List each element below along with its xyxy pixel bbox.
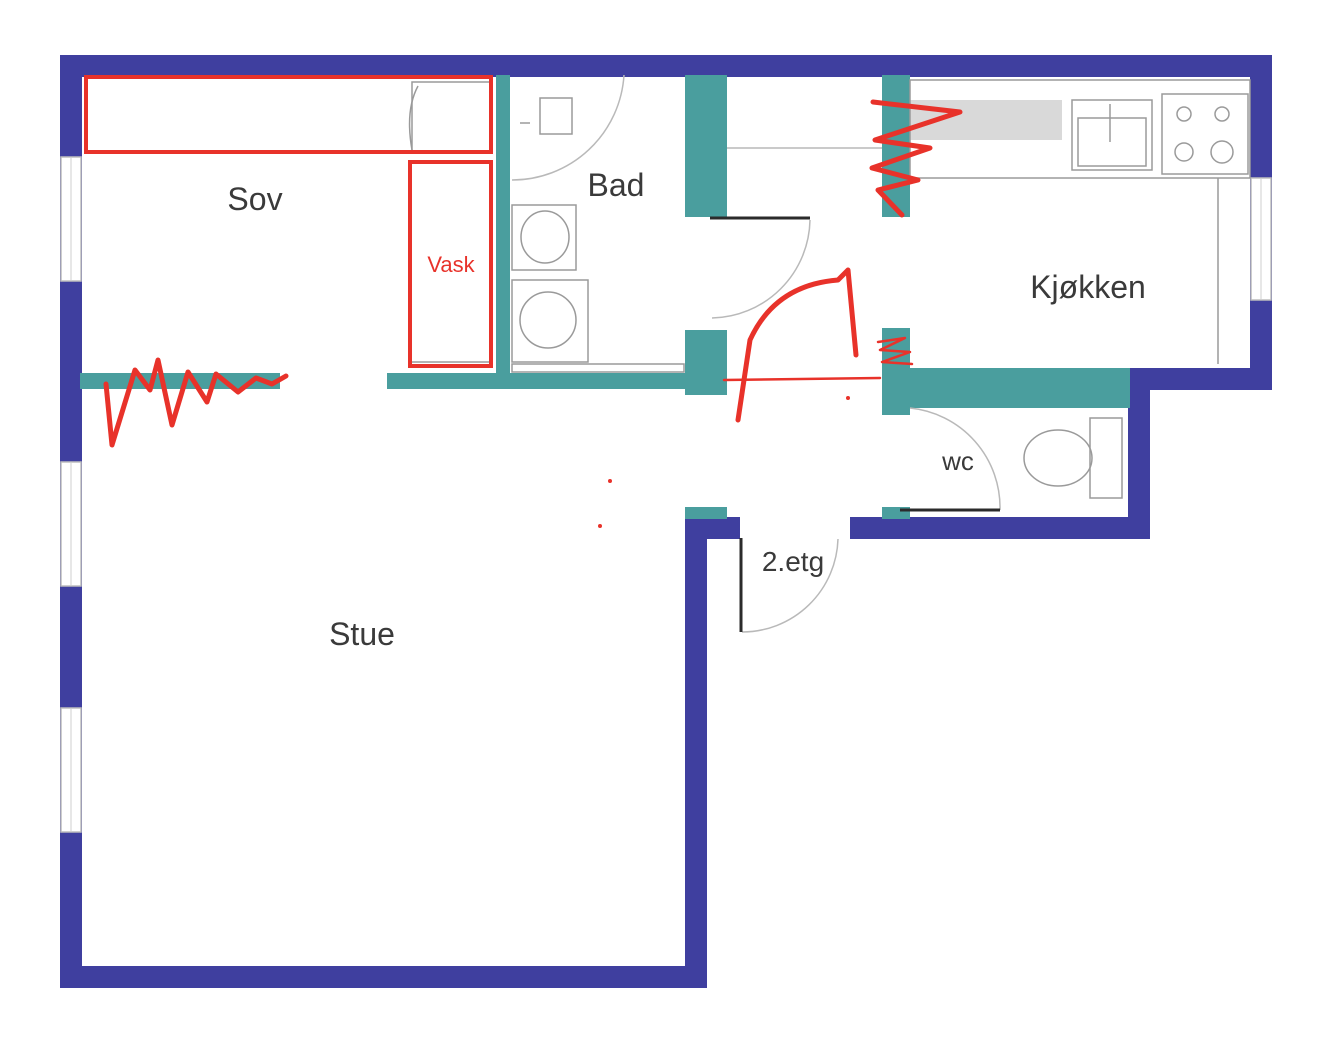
door-swing-hall — [711, 219, 811, 319]
bathroom-sink — [511, 204, 577, 271]
floor-area — [80, 75, 1250, 968]
markup-dot-1 — [846, 396, 850, 400]
door-swing-bad — [511, 74, 625, 181]
room-label-stue: Stue — [329, 616, 395, 652]
wall-stair-stub — [685, 507, 727, 519]
room-label-wc: wc — [941, 446, 974, 476]
exterior-wall-bottom — [60, 966, 707, 988]
markup-scribble-top — [869, 99, 963, 218]
room-label-sov: Sov — [227, 181, 282, 217]
shower-tray — [539, 97, 573, 135]
exterior-wall-kitchen-bottom — [1128, 368, 1272, 390]
windows — [60, 156, 1272, 833]
markup-box-vask — [408, 160, 493, 368]
markup-scribble-door — [735, 267, 859, 423]
markup-stroke-door-base — [722, 376, 882, 382]
room-labels: Sov Bad Kjøkken wc Stue 2.etg — [227, 167, 1145, 652]
markup-dot-3 — [598, 524, 602, 528]
door-swing-stairs — [741, 538, 839, 633]
kitchen-stove — [1161, 93, 1249, 175]
markup-label-vask: Vask — [427, 252, 475, 277]
markup-dot-2 — [608, 479, 612, 483]
toilet-bowl — [1023, 429, 1093, 487]
wall-sov-bad — [496, 75, 510, 375]
exterior-wall-stue-right — [685, 517, 707, 988]
markup-box-top — [84, 75, 493, 154]
door-swing-wc — [909, 407, 1001, 511]
kitchen-sink — [1071, 99, 1153, 171]
wall-hall-lower — [685, 330, 727, 395]
exterior-wall-wc-bottom — [850, 517, 1148, 539]
room-label-bad: Bad — [588, 167, 645, 203]
room-label-kjokken: Kjøkken — [1030, 269, 1146, 305]
bad-floor-edge — [511, 363, 685, 373]
exterior-wall-wc-right — [1128, 368, 1150, 539]
wall-hall-upper — [685, 75, 727, 217]
exterior-wall-stair-top — [685, 517, 740, 539]
markup-scribble-left — [103, 357, 289, 448]
doors — [511, 74, 1001, 633]
toilet-tank — [1089, 417, 1123, 499]
wall-kitchen-wc — [882, 368, 1130, 408]
markup-scribble-small — [876, 336, 914, 366]
room-label-stairs: 2.etg — [762, 546, 824, 577]
exterior-wall-top — [60, 55, 1272, 77]
wall-sov-stue-right — [387, 373, 687, 389]
red-markup: Vask — [84, 75, 963, 528]
washing-machine — [511, 279, 589, 363]
